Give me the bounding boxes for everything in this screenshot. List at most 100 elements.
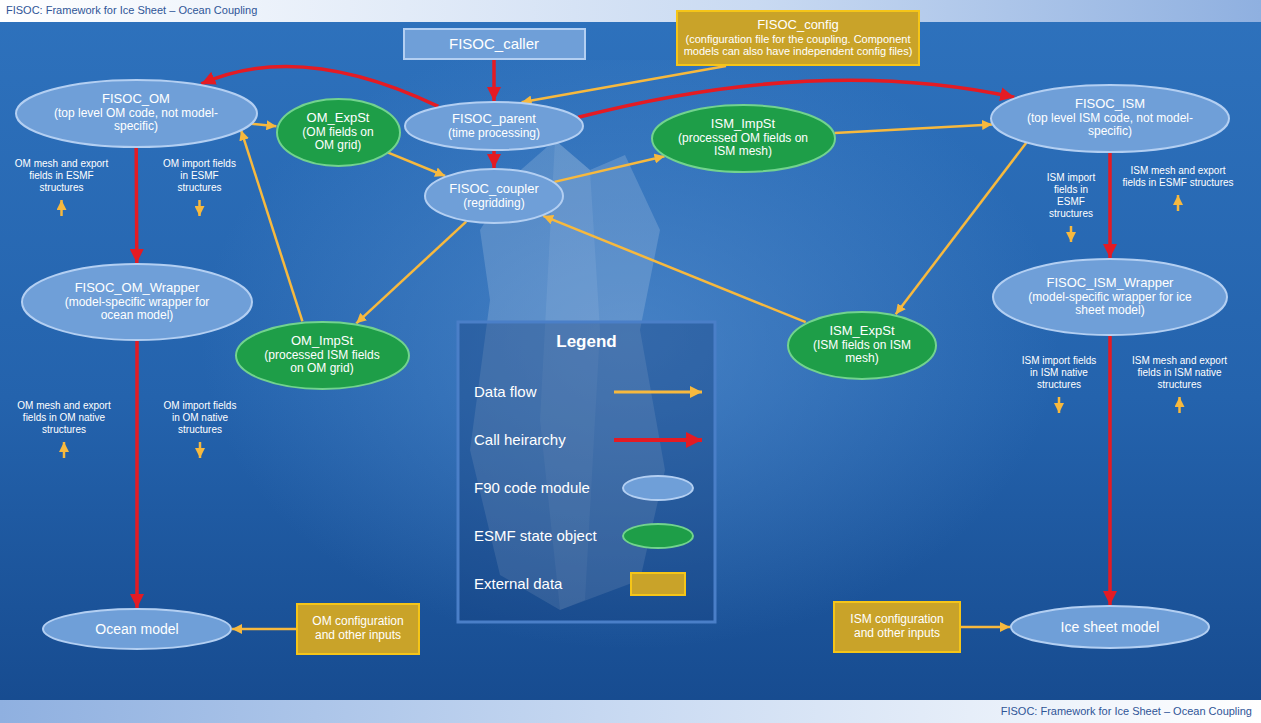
node-title: FISOC_config <box>683 18 913 33</box>
node-text-block: FISOC_parent(time processing) <box>429 112 559 141</box>
data-flow-arrow <box>835 124 993 133</box>
state-ellipse: OM_ImpSt(processed ISM fields on OM grid… <box>235 321 410 390</box>
state-ellipse: OM_ExpSt(OM fields on OM grid) <box>276 98 401 167</box>
data-flow-arrow <box>251 124 276 126</box>
header-band <box>0 0 1261 22</box>
input-box: OM configuration and other inputs <box>296 603 420 655</box>
node-text-block: FISOC_caller <box>410 35 579 52</box>
node-text-block: FISOC_config(configuration file for the … <box>683 18 913 58</box>
node-text-block: FISOC_ISM(top level ISM code, not model-… <box>1024 97 1197 140</box>
node-description: (time processing) <box>429 127 559 141</box>
node-text-block: ISM configuration and other inputs <box>840 613 954 641</box>
ellipse-shape <box>43 609 231 649</box>
legend-flow-arrow <box>614 391 702 394</box>
node-title: FISOC_coupler <box>444 182 545 197</box>
flow-note: OM mesh and export fields in ESMF struct… <box>14 158 109 194</box>
node-title: FISOC_ISM_Wrapper <box>1025 276 1195 291</box>
ellipse-shape <box>993 259 1227 335</box>
flow-note: ISM mesh and export fields in ESMF struc… <box>1122 165 1234 189</box>
node-text-block: OM_ImpSt(processed ISM fields on OM grid… <box>259 334 385 377</box>
flow-direction-arrow <box>198 200 201 216</box>
ellipse-shape <box>236 322 409 389</box>
legend-box-swatch <box>630 572 686 596</box>
node-description: (processed ISM fields on OM grid) <box>259 349 385 377</box>
node-text-block: FISOC_OM(top level OM code, not model-sp… <box>49 92 224 135</box>
flow-direction-arrow <box>199 442 202 458</box>
node-title: OM configuration and other inputs <box>303 615 413 643</box>
node-title: Ocean model <box>69 621 206 637</box>
data-flow-arrow <box>555 156 665 182</box>
legend-box <box>458 322 715 622</box>
flow-direction-arrow <box>1058 397 1061 413</box>
node-text-block: FISOC_coupler(regridding) <box>444 182 545 211</box>
legend-text: External data <box>474 575 562 593</box>
ellipse-shape <box>405 102 583 150</box>
flow-direction-arrow <box>1070 226 1073 242</box>
node-description: (model-specific wrapper for ice sheet mo… <box>1025 291 1195 319</box>
flow-note: ISM mesh and export fields in ISM native… <box>1122 355 1237 391</box>
module-ellipse: FISOC_parent(time processing) <box>404 101 584 151</box>
node-text-block: ISM_ExpSt(ISM fields on ISM mesh) <box>808 324 916 367</box>
legend-title: Legend <box>458 332 715 352</box>
ellipse-shape <box>22 264 252 340</box>
node-text-block: FISOC_ISM_Wrapper(model-specific wrapper… <box>1025 276 1195 319</box>
node-description: (OM fields on OM grid) <box>293 126 383 154</box>
node-text-block: Ocean model <box>69 621 206 637</box>
flow-note: OM import fields in OM native structures <box>160 400 240 436</box>
call-arrow <box>492 151 496 168</box>
node-title: OM_ImpSt <box>259 334 385 349</box>
legend-ellipse-swatch <box>622 523 694 549</box>
wrapper-ellipse: FISOC_ISM_Wrapper(model-specific wrapper… <box>992 258 1228 336</box>
module-ellipse: FISOC_coupler(regridding) <box>424 168 564 224</box>
legend-text: F90 code module <box>474 479 590 497</box>
legend-ellipse-swatch <box>622 475 694 501</box>
module-ellipse: FISOC_ISM(top level ISM code, not model-… <box>990 84 1230 153</box>
call-arrow <box>492 60 496 101</box>
node-text-block: FISOC_OM_Wrapper(model-specific wrapper … <box>54 281 221 324</box>
footer-band <box>0 700 1261 723</box>
data-flow-arrow <box>232 628 296 631</box>
sea-glow <box>200 60 1060 680</box>
legend-text: Data flow <box>474 383 537 401</box>
data-flow-arrow <box>388 153 445 176</box>
node-title: Ice sheet model <box>1038 619 1182 635</box>
ellipse-shape <box>425 169 563 223</box>
flow-note: OM mesh and export fields in OM native s… <box>14 400 114 436</box>
call-arrow <box>1108 153 1112 259</box>
flow-direction-arrow <box>1177 195 1180 211</box>
legend-call-arrow <box>614 438 702 442</box>
node-description: (regridding) <box>444 197 545 211</box>
ellipse-shape <box>991 85 1229 152</box>
wrapper-ellipse: FISOC_OM_Wrapper(model-specific wrapper … <box>21 263 253 341</box>
flow-note: OM import fields in ESMF structures <box>162 158 237 194</box>
call-arrow <box>135 341 139 608</box>
flow-direction-arrow <box>60 200 63 216</box>
state-ellipse: ISM_ImpSt(processed OM fields on ISM mes… <box>651 104 836 173</box>
call-arrow <box>1108 336 1112 605</box>
flow-note: ISM import fields in ESMF structures <box>1040 172 1102 220</box>
node-title: FISOC_OM <box>49 92 224 107</box>
node-description: (top level ISM code, not model-specific) <box>1024 112 1197 140</box>
header-title: FISOC: Framework for Ice Sheet – Ocean C… <box>6 4 257 17</box>
data-flow-arrow <box>356 222 466 324</box>
node-title: FISOC_OM_Wrapper <box>54 281 221 296</box>
model-ellipse: Ice sheet model <box>1010 605 1210 649</box>
ellipse-shape <box>1011 606 1209 648</box>
node-text-block: OM configuration and other inputs <box>303 615 413 643</box>
input-box: ISM configuration and other inputs <box>833 601 961 653</box>
data-flow-arrow <box>543 216 806 322</box>
call-arrow <box>134 148 138 264</box>
legend-text: Call heirarchy <box>474 431 566 449</box>
node-description: (model-specific wrapper for ocean model) <box>54 296 221 324</box>
ellipse-shape <box>277 99 400 166</box>
flow-direction-arrow <box>63 442 66 458</box>
footer-title: FISOC: Framework for Ice Sheet – Ocean C… <box>900 705 1252 718</box>
node-description: (processed OM fields on ISM mesh) <box>677 132 810 160</box>
node-description: (top level OM code, not model-specific) <box>49 107 224 135</box>
node-title: FISOC_caller <box>410 35 579 52</box>
node-title: FISOC_ISM <box>1024 97 1197 112</box>
node-title: OM_ExpSt <box>293 111 383 126</box>
node-description: (configuration file for the coupling. Co… <box>683 33 913 58</box>
node-text-block: ISM_ImpSt(processed OM fields on ISM mes… <box>677 117 810 160</box>
